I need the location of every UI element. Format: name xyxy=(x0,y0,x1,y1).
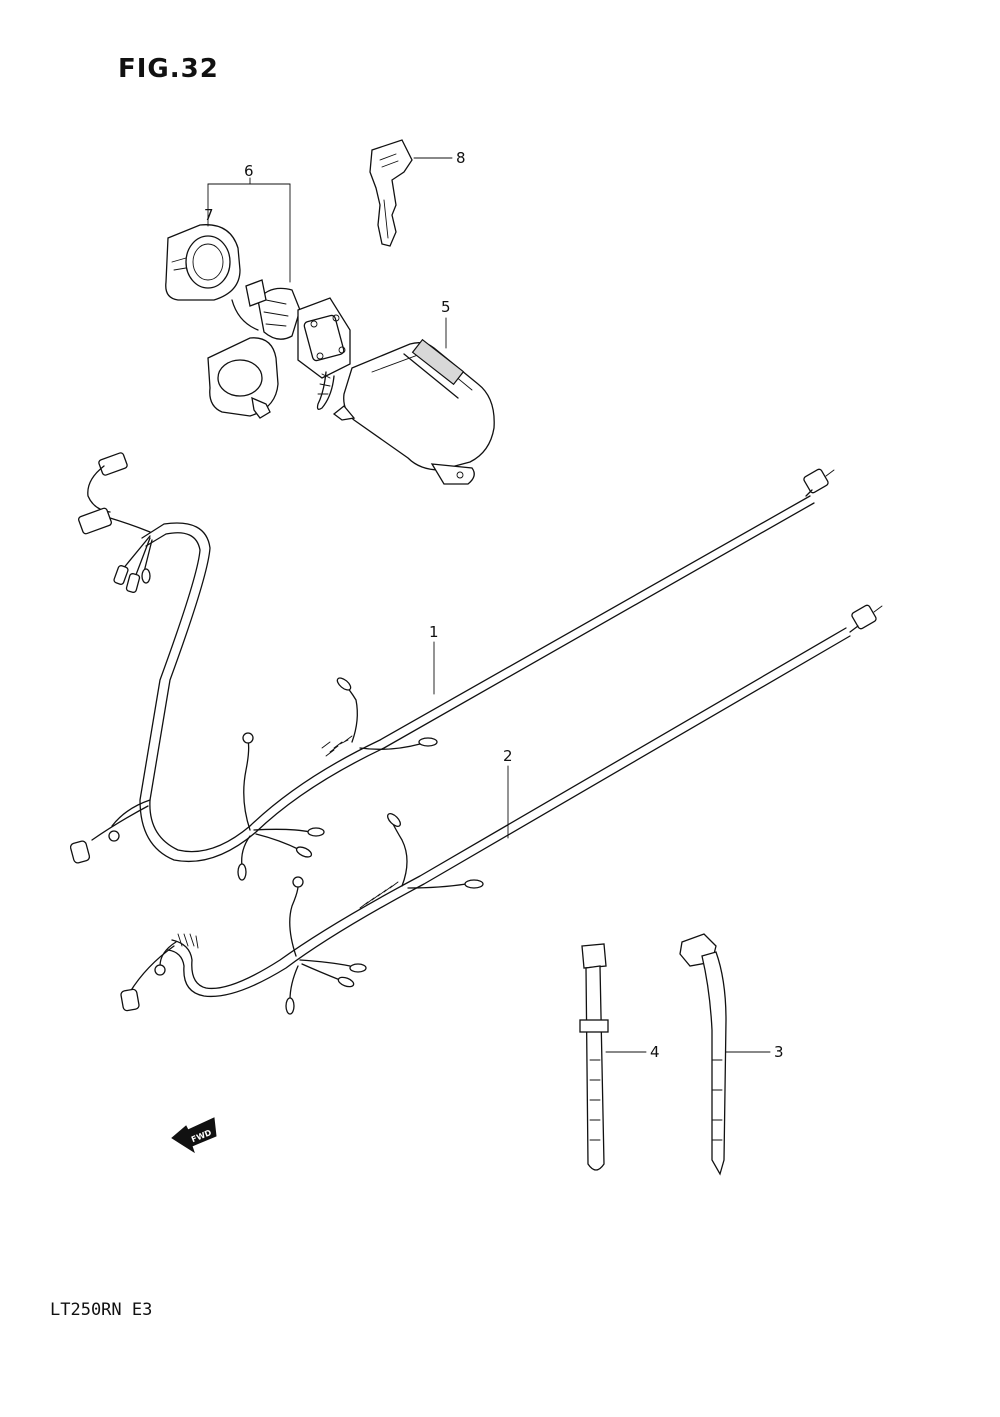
svg-text:4: 4 xyxy=(650,1043,660,1061)
cdi-unit-drawing xyxy=(332,338,495,485)
callout-2: 2 xyxy=(503,747,513,839)
callout-8: 8 xyxy=(413,149,466,167)
callout-5: 5 xyxy=(441,298,451,349)
cable-band-drawing xyxy=(579,943,609,1171)
callout-3: 3 xyxy=(725,1043,784,1061)
callout-4: 4 xyxy=(605,1043,660,1061)
svg-text:2: 2 xyxy=(503,747,513,765)
fwd-direction-arrow: FWD xyxy=(171,1117,217,1154)
svg-text:7: 7 xyxy=(204,206,214,224)
key-drawing xyxy=(369,139,413,247)
callout-6-7: 6 7 xyxy=(204,162,291,283)
svg-text:8: 8 xyxy=(456,149,466,167)
wiring-harness-1-drawing xyxy=(69,452,835,881)
callout-1: 1 xyxy=(429,623,439,695)
figure-title: FIG.32 xyxy=(118,54,219,84)
svg-text:3: 3 xyxy=(774,1043,784,1061)
wiring-harness-2-drawing xyxy=(120,604,883,1015)
svg-text:6: 6 xyxy=(244,162,254,180)
svg-text:1: 1 xyxy=(429,623,439,641)
svg-text:5: 5 xyxy=(441,298,451,316)
model-code: LT250RN E3 xyxy=(50,1300,153,1320)
ignition-switch-drawing xyxy=(165,224,351,419)
cable-clamp-drawing xyxy=(679,933,727,1176)
